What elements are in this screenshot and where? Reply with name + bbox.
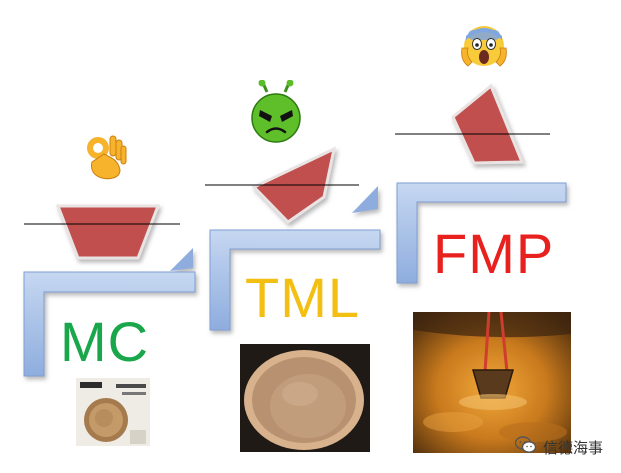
stage-label-mc: MC [60, 310, 150, 373]
mc-sample-photo [76, 378, 150, 446]
screaming-face-icon [460, 22, 508, 70]
tml-sample-photo [240, 344, 370, 452]
stage-label-tml: TML [245, 266, 360, 329]
step-fmp [396, 182, 567, 284]
ok-hand-icon [82, 132, 138, 188]
watermark-text: 信德海事 [543, 438, 604, 457]
angry-alien-icon [245, 79, 307, 144]
stage-label-fmp: FMP [433, 222, 555, 285]
step-tml [209, 186, 381, 331]
wechat-icon [514, 436, 537, 458]
cargo-shape-fmp [451, 83, 525, 165]
cargo-shape-mc [55, 204, 161, 260]
watermark: 信德海事 [514, 436, 604, 458]
step-mc [23, 248, 196, 377]
fmp-sample-photo [413, 312, 571, 453]
